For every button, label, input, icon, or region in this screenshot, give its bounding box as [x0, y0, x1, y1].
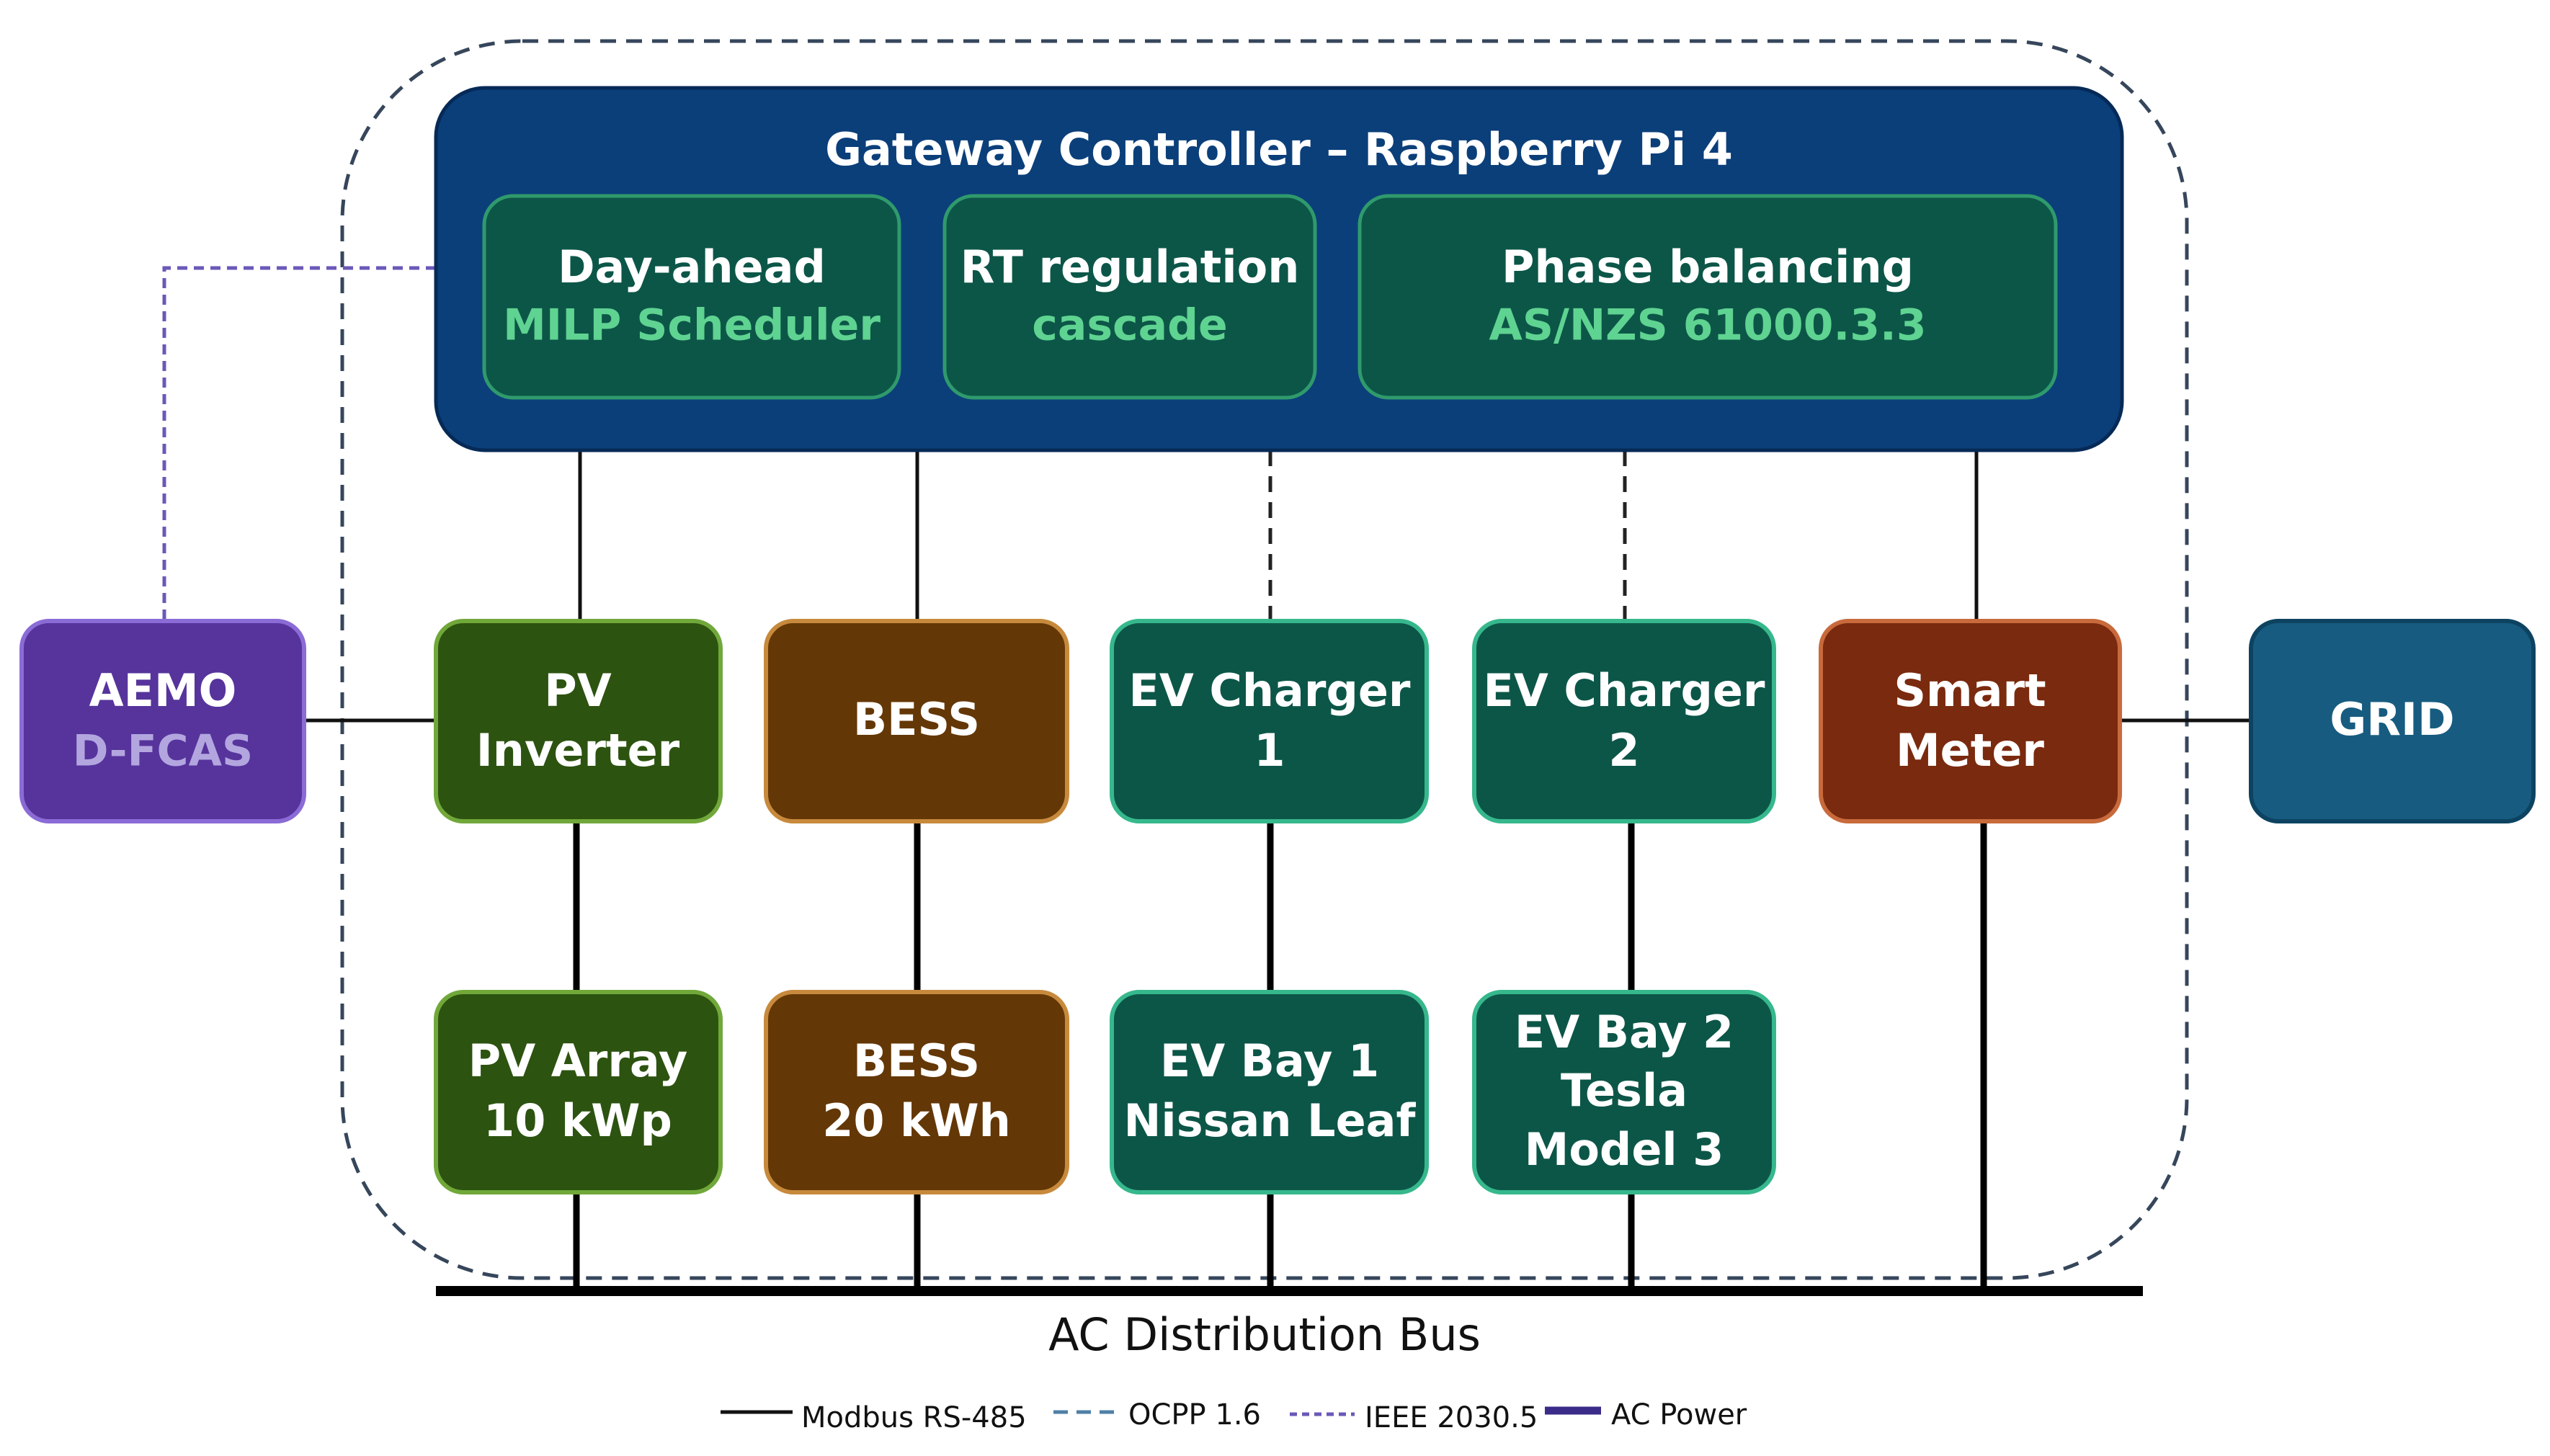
ev-bay-2-label-line2: Tesla: [1561, 1064, 1688, 1117]
grid-node: GRID: [2249, 619, 2536, 823]
module-rt-regulation-title: RT regulation: [960, 241, 1300, 293]
module-phase-balancing-subtitle: AS/NZS 61000.3.3: [1489, 300, 1926, 351]
site-boundary: [340, 39, 2189, 1280]
legend-ieee-label: IEEE 2030.5: [1365, 1401, 1538, 1434]
legend: Modbus RS-485 OCPP 1.6 IEEE 2030.5 AC Po…: [721, 1398, 1747, 1434]
ev-bay-1-label-line2: Nissan Leaf: [1124, 1094, 1417, 1147]
ev-charger-2-label-line2: 2: [1608, 724, 1639, 777]
aemo-gateway-ieee-link: [162, 266, 436, 620]
bess-pack-label-line2: 20 kWh: [822, 1094, 1011, 1147]
module-rt-regulation: RT regulation cascade: [942, 194, 1317, 400]
ev-charger-1-label-line1: EV Charger: [1129, 664, 1411, 717]
grid-label: GRID: [2330, 693, 2454, 746]
ev-bay-2-label-line1: EV Bay 2: [1515, 1006, 1734, 1058]
ev-charger-2: EV Charger 2: [1472, 619, 1776, 823]
ac-bus-label: AC Distribution Bus: [1048, 1308, 1481, 1361]
legend-ocpp-label: OCPP 1.6: [1128, 1398, 1261, 1432]
pv-array-label-line1: PV Array: [468, 1035, 688, 1087]
pv-array-label-line2: 10 kWp: [483, 1094, 672, 1147]
legend-ac-label: AC Power: [1611, 1398, 1747, 1432]
module-day-ahead-title: Day-ahead: [558, 241, 826, 293]
ev-charger-1: EV Charger 1: [1110, 619, 1429, 823]
aemo-node: AEMO D-FCAS: [19, 619, 306, 823]
bess-pack-label-line1: BESS: [853, 1035, 980, 1087]
ev-bay-1-label-line1: EV Bay 1: [1160, 1035, 1379, 1087]
ev-bay-1: EV Bay 1 Nissan Leaf: [1110, 990, 1429, 1194]
aemo-title: AEMO: [89, 664, 237, 717]
aemo-subtitle: D-FCAS: [73, 726, 254, 777]
smart-meter-label-line2: Meter: [1896, 724, 2044, 777]
bess: BESS: [764, 619, 1069, 823]
module-phase-balancing: Phase balancing AS/NZS 61000.3.3: [1358, 194, 2058, 400]
gateway-controller: Gateway Controller – Raspberry Pi 4 Day-…: [434, 86, 2124, 452]
pv-inverter: PV Inverter: [434, 619, 723, 823]
bess-pack: BESS 20 kWh: [764, 990, 1069, 1194]
pv-inverter-label-line1: PV: [544, 664, 611, 717]
ev-bay-2-label-line3: Model 3: [1525, 1123, 1724, 1176]
ev-bay-2: EV Bay 2 Tesla Model 3: [1472, 990, 1776, 1194]
ev-charger-2-label-line1: EV Charger: [1484, 664, 1765, 717]
legend-modbus-label: Modbus RS-485: [801, 1401, 1027, 1434]
bess-label: BESS: [853, 693, 980, 746]
smart-meter-label-line1: Smart: [1894, 664, 2046, 717]
ev-charger-1-label-line2: 1: [1254, 724, 1285, 777]
pv-inverter-label-line2: Inverter: [476, 724, 680, 777]
module-day-ahead: Day-ahead MILP Scheduler: [482, 194, 901, 400]
module-day-ahead-subtitle: MILP Scheduler: [503, 300, 881, 351]
smart-meter: Smart Meter: [1819, 619, 2122, 823]
pv-array: PV Array 10 kWp: [434, 990, 723, 1194]
module-phase-balancing-title: Phase balancing: [1502, 241, 1914, 293]
module-rt-regulation-subtitle: cascade: [1032, 300, 1227, 351]
gateway-title: Gateway Controller – Raspberry Pi 4: [825, 123, 1733, 176]
